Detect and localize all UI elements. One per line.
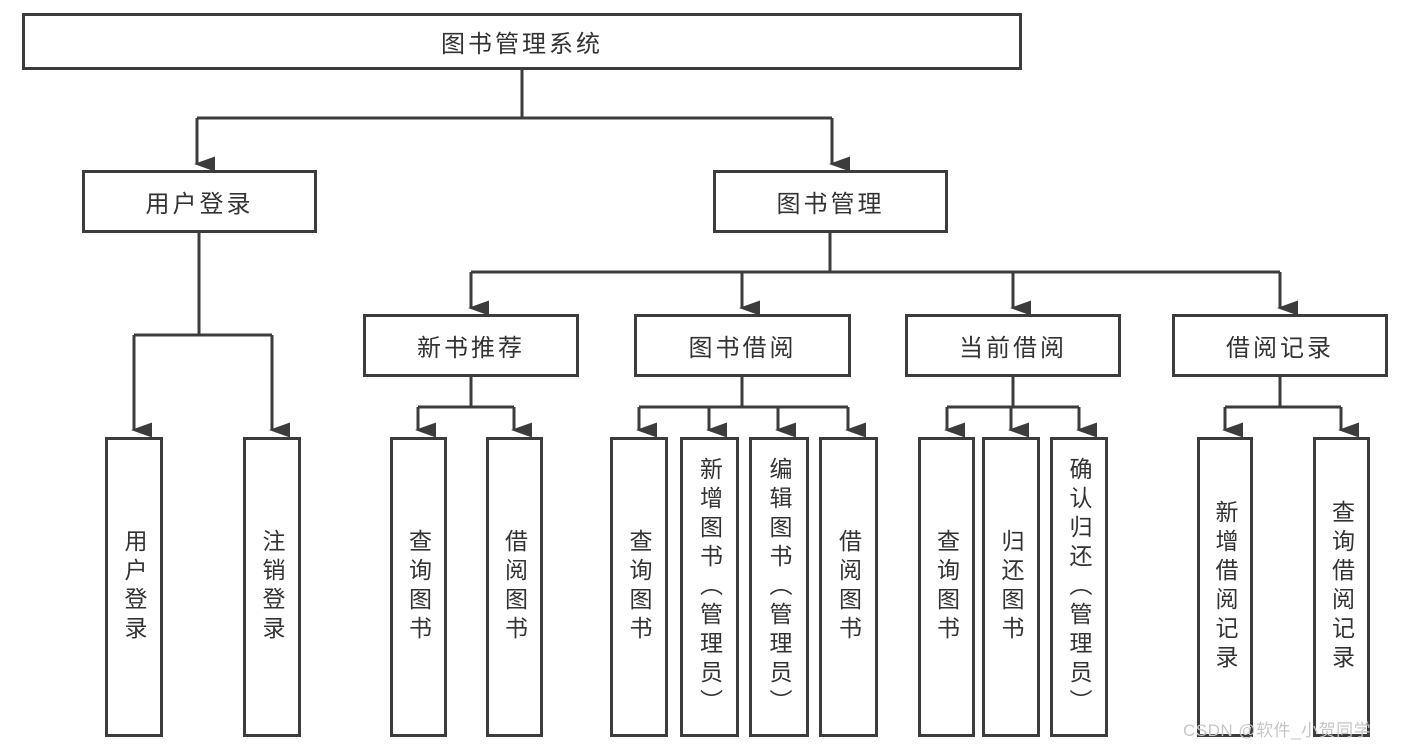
leaf-query-books-1: 查询图书 (390, 437, 447, 737)
node-root: 图书管理系统 (22, 13, 1022, 70)
leaf-return-books: 归还图书 (982, 437, 1040, 737)
new-book-recommend-connector (415, 375, 532, 438)
book-borrow-connector (636, 375, 866, 438)
node-book-management: 图书管理 (713, 170, 948, 233)
leaf-query-books-2: 查询图书 (610, 437, 668, 737)
leaf-borrow-books-1: 借阅图书 (486, 437, 543, 737)
leaf-query-books-3: 查询图书 (918, 437, 975, 737)
leaf-confirm-return-admin: 确认归还（管理员） (1050, 437, 1108, 737)
node-new-book-recommend: 新书推荐 (363, 314, 579, 377)
leaf-edit-books-admin: 编辑图书（管理员） (749, 437, 809, 737)
current-borrow-connector (944, 375, 1097, 438)
leaf-query-borrow-record: 查询借阅记录 (1313, 437, 1370, 737)
node-current-borrow: 当前借阅 (905, 314, 1121, 377)
leaf-add-borrow-record: 新增借阅记录 (1197, 437, 1253, 737)
leaf-user-login: 用户登录 (105, 437, 163, 737)
leaf-logout-login: 注销登录 (243, 437, 301, 737)
node-user-login: 用户登录 (82, 170, 317, 233)
book-management-connector (468, 231, 1298, 316)
csdn-watermark: CSDN @软件_小贺同学 (1183, 721, 1372, 740)
node-book-borrow: 图书借阅 (634, 314, 851, 377)
root-connector (194, 68, 850, 172)
leaf-borrow-books-2: 借阅图书 (819, 437, 878, 737)
leaf-add-books-admin: 新增图书（管理员） (680, 437, 739, 737)
borrow-records-connector (1222, 375, 1359, 438)
user-login-connector (131, 231, 290, 438)
node-borrow-records: 借阅记录 (1172, 314, 1388, 377)
